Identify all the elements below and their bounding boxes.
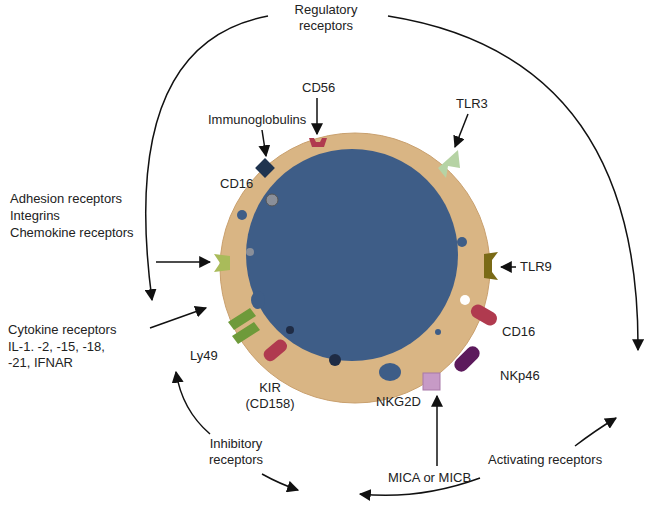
drawing-part (388, 16, 638, 350)
leader-arrows (150, 98, 516, 466)
receptor-label: MICA or MICB (388, 470, 471, 486)
drawing-part (468, 302, 499, 328)
drawing-part (455, 114, 468, 147)
drawing-part (329, 354, 341, 366)
receptor-label: Integrins (10, 208, 60, 224)
receptor-label: Inhibitory receptors (196, 436, 276, 468)
cell (220, 133, 490, 403)
receptor-label: CD16 (502, 324, 535, 340)
drawing-part (228, 308, 260, 344)
drawing-part (246, 149, 458, 361)
receptor-label: KIR (CD158) (240, 380, 300, 412)
drawing-part (255, 158, 275, 178)
group-arrows (146, 16, 638, 495)
drawing-part (460, 295, 470, 305)
receptor-label: Cytokine receptors (8, 322, 116, 338)
receptor-label: Regulatory receptors (281, 2, 371, 34)
drawing-part (501, 266, 516, 268)
drawing-part (150, 308, 206, 328)
drawing-part (251, 291, 265, 309)
receptor-label: Immunoglobulins (208, 112, 306, 128)
receptor-label: CD56 (302, 80, 335, 96)
receptor-label: NKp46 (500, 368, 540, 384)
drawing-part (436, 396, 438, 466)
drawing-part (379, 363, 401, 381)
receptor-label: TLR9 (520, 259, 552, 275)
drawing-part (266, 194, 278, 206)
drawing-part (262, 130, 266, 156)
drawing-part (438, 150, 460, 178)
drawing-part (214, 254, 230, 272)
drawing-part (176, 372, 210, 434)
receptor-label: Activating receptors (488, 452, 602, 468)
drawing-part (451, 343, 482, 374)
drawing-part (435, 329, 441, 335)
drawing-part (309, 138, 327, 147)
receptor-label: Adhesion receptors (10, 191, 122, 207)
receptor-label: TLR3 (456, 96, 488, 112)
drawing-part (146, 16, 268, 300)
drawing-part (575, 418, 616, 446)
drawing-part (246, 248, 254, 256)
receptor-label: NKG2D (376, 394, 421, 410)
drawing-part (261, 337, 289, 364)
drawing-part (316, 98, 318, 134)
receptor-label: CD16 (220, 176, 253, 192)
drawing-part (484, 252, 498, 280)
drawing-part (262, 474, 298, 490)
receptor-label: Chemokine receptors (10, 225, 134, 241)
receptors (214, 138, 500, 390)
drawing-part (220, 133, 490, 403)
drawing-part (457, 237, 467, 247)
drawing-part (156, 261, 210, 263)
drawing-part (423, 373, 440, 390)
drawing-part (286, 326, 294, 334)
receptor-label: IL-1. -2, -15, -18, -21, IFNAR (8, 339, 130, 371)
drawing-part (237, 210, 247, 220)
receptor-label: Ly49 (190, 348, 218, 364)
